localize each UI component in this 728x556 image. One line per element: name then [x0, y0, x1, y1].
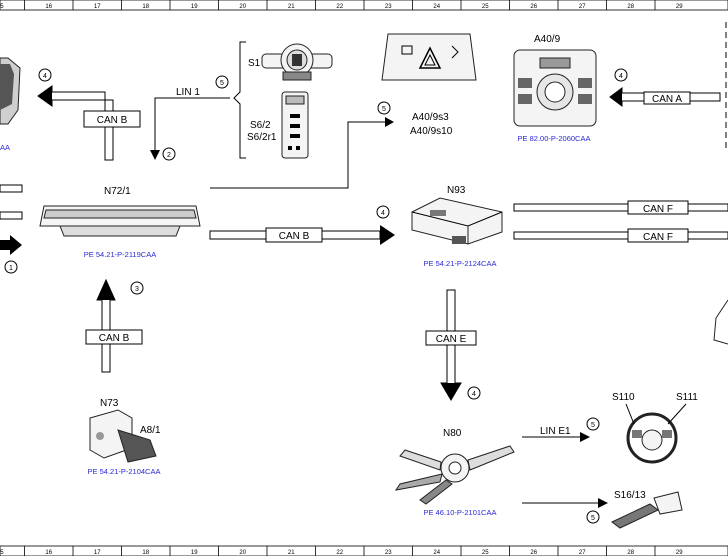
a40-9s3-panel: A40/9s3 A40/9s10 [381, 33, 477, 137]
ruler-bottom-label: 22 [336, 550, 343, 556]
s6-2-switch: S6/2 S6/2r1 [247, 91, 309, 159]
svg-text:N93: N93 [447, 185, 466, 196]
right-edge-device [713, 299, 728, 345]
svg-text:S110: S110 [612, 392, 635, 403]
svg-text:A40/9s10: A40/9s10 [410, 126, 453, 137]
svg-text:CAN F: CAN F [643, 232, 673, 243]
ruler-bottom-label: 23 [385, 550, 392, 556]
ruler-bottom-label: 25 [482, 550, 489, 556]
ruler-bottom-label: 24 [433, 550, 440, 556]
ruler-bottom-label: 28 [627, 550, 634, 556]
left-stubs: 1 [0, 184, 23, 274]
svg-text:5: 5 [591, 515, 595, 522]
lin-e1-link: LIN E1 5 [522, 417, 600, 442]
ruler-bottom-label: 26 [530, 550, 537, 556]
n72-1-unit: N72/1 PE 54.21-P-2119CAA [39, 186, 201, 259]
ruler-top-label: 29 [676, 4, 683, 10]
svg-text:PE 82.00-P-2060CAA: PE 82.00-P-2060CAA [518, 134, 591, 143]
svg-text:5: 5 [382, 106, 386, 113]
svg-text:A40/9s3: A40/9s3 [412, 112, 449, 123]
ruler-bottom-label: 29 [676, 550, 683, 556]
can-b-link-left: CAN B [37, 85, 141, 161]
svg-text:5: 5 [220, 80, 224, 87]
left-top-ref: AA [0, 143, 10, 152]
ruler-top-label: 17 [94, 4, 101, 10]
svg-text:PE 54.21-P-2104CAA: PE 54.21-P-2104CAA [88, 467, 161, 476]
svg-text:CAN F: CAN F [643, 204, 673, 215]
marker-4-a: 4 [38, 68, 52, 82]
svg-text:N80: N80 [443, 428, 462, 439]
svg-text:1: 1 [9, 265, 13, 272]
ruler-bottom-label: 21 [288, 550, 295, 556]
ruler-bottom-label: 19 [191, 550, 198, 556]
svg-text:LIN E1: LIN E1 [540, 426, 571, 437]
svg-text:N73: N73 [100, 398, 119, 409]
can-b-label-1: CAN B [97, 115, 128, 126]
can-f-links: CAN F CAN F [513, 200, 728, 243]
can-b-link-n73: CAN B 3 [85, 278, 144, 373]
s1-switch: S1 [248, 43, 333, 81]
ruler-bottom-label: 27 [579, 550, 586, 556]
ruler-top-label: 21 [288, 4, 295, 10]
ruler-top-label: 19 [191, 4, 198, 10]
svg-text:4: 4 [381, 210, 385, 217]
ruler-bottom-label: 16 [45, 550, 52, 556]
svg-text:4: 4 [472, 391, 476, 398]
ruler-top-label: 15 [0, 4, 4, 10]
can-e-link: CAN E 4 [425, 289, 481, 401]
svg-text:CAN A: CAN A [652, 94, 682, 105]
ruler-top-label: 18 [142, 4, 149, 10]
svg-text:3: 3 [135, 286, 139, 293]
a40-9-unit: A40/9 PE 82.00-P-2060CAA [513, 34, 597, 143]
can-b-link-n93: CAN B 4 [209, 205, 395, 245]
svg-text:4: 4 [43, 73, 47, 80]
svg-text:S16/13: S16/13 [614, 490, 646, 501]
svg-text:N72/1: N72/1 [104, 186, 131, 197]
ruler-top-label: 24 [433, 4, 440, 10]
svg-text:5: 5 [591, 422, 595, 429]
ruler-top-label: 20 [239, 4, 246, 10]
s16-13-link: 5 S16/13 [522, 490, 683, 529]
svg-text:A40/9: A40/9 [534, 34, 561, 45]
n93-unit: N93 PE 54.21-P-2124CAA [411, 185, 503, 268]
ruler-top-label: 22 [336, 4, 343, 10]
bottom-ruler: 15 16 17 18 19 20 21 22 23 24 25 26 27 28 29 [0, 545, 728, 556]
svg-text:S6/2: S6/2 [250, 120, 271, 131]
svg-text:PE 46.10-P-2101CAA: PE 46.10-P-2101CAA [424, 508, 497, 517]
ruler-bottom-label: 18 [142, 550, 149, 556]
ruler-top-label: 16 [45, 4, 52, 10]
n80-unit: N80 PE 46.10-P-2101CAA [394, 428, 515, 517]
lin1-label: LIN 1 [176, 87, 200, 98]
svg-text:A8/1: A8/1 [140, 425, 161, 436]
ruler-top-label: 27 [579, 4, 586, 10]
ruler-top-label: 26 [530, 4, 537, 10]
svg-text:4: 4 [619, 73, 623, 80]
svg-text:PE 54.21-P-2119CAA: PE 54.21-P-2119CAA [84, 250, 156, 259]
link-n72-a40: 5 [210, 101, 394, 189]
lin1-link: LIN 1 2 5 [150, 41, 246, 161]
ruler-bottom-label: 20 [239, 550, 246, 556]
svg-text:PE 54.21-P-2124CAA: PE 54.21-P-2124CAA [424, 259, 497, 268]
ruler-bottom-label: 17 [94, 550, 101, 556]
svg-text:S1: S1 [248, 58, 261, 69]
can-a-link: CAN A 4 [609, 68, 721, 107]
left-top-device: AA [0, 57, 21, 152]
svg-text:CAN B: CAN B [99, 333, 130, 344]
ruler-top-label: 28 [627, 4, 634, 10]
ruler-top-label: 23 [385, 4, 392, 10]
svg-text:CAN E: CAN E [436, 334, 467, 345]
svg-text:S6/2r1: S6/2r1 [247, 132, 277, 143]
top-ruler: 15 16 17 18 19 20 21 22 23 24 25 26 27 28 29 [0, 0, 728, 11]
svg-text:CAN B: CAN B [279, 231, 310, 242]
svg-text:2: 2 [167, 152, 171, 159]
steering-wheel-unit: S110 S111 [612, 392, 698, 464]
ruler-top-label: 25 [482, 4, 489, 10]
ruler-bottom-label: 15 [0, 550, 4, 556]
n73-unit: N73 A8/1 PE 54.21-P-2104CAA [88, 398, 161, 476]
svg-text:S111: S111 [676, 392, 698, 403]
